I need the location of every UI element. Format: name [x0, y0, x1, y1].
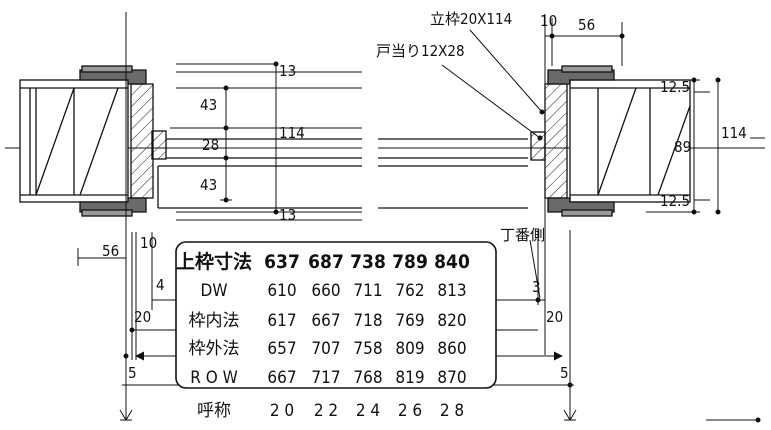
label-jamb: 立枠20X114: [430, 10, 512, 28]
dimension-table-box: [175, 241, 497, 389]
label-door-stop: 戸当り12X28: [376, 42, 465, 60]
table-cell: 610: [267, 281, 296, 301]
table-cell: 717: [311, 368, 340, 388]
door-leaf: [157, 71, 528, 221]
dim-12-5-bottom: 12.5: [660, 192, 690, 210]
dim-114-mid: 114: [279, 124, 305, 142]
left-wall-section: [19, 79, 129, 203]
table-cell: 762: [395, 281, 424, 301]
table-header-cell: 789: [392, 251, 428, 273]
table-footer-cell: 2 0: [270, 401, 294, 421]
table-cell: 660: [311, 281, 340, 301]
dim-20-left: 20: [134, 308, 151, 326]
right-jamb: [544, 83, 568, 199]
dim-28: 28: [202, 136, 219, 154]
dimension-dots: [123, 33, 761, 423]
table-header-cell: 738: [350, 251, 386, 273]
dim-5-left: 5: [128, 364, 137, 382]
table-cell: 667: [311, 311, 340, 331]
dim-20-right: 20: [546, 308, 563, 326]
table-cell: 768: [353, 368, 382, 388]
table-cell: 657: [267, 339, 296, 359]
dim-10-left: 10: [140, 234, 157, 252]
dim-12-5-top: 12.5: [660, 78, 690, 96]
table-cell: 819: [395, 368, 424, 388]
left-casing-bottom: [79, 197, 147, 217]
table-cell: DW: [201, 281, 228, 301]
right-casing-top: [547, 65, 615, 85]
table-footer-cell: 2 6: [398, 401, 422, 421]
table-cell: 枠内法: [189, 311, 240, 331]
dim-56-left: 56: [102, 242, 119, 260]
right-casing-bottom: [547, 197, 615, 217]
table-cell: 711: [353, 281, 382, 301]
dim-43-bottom: 43: [200, 176, 217, 194]
left-door-stop: [151, 130, 167, 160]
table-header-cell: 上枠寸法: [176, 250, 252, 273]
dim-top-10: 10: [540, 12, 557, 30]
left-casing-top: [79, 65, 147, 85]
table-footer-cell: 2 8: [440, 401, 464, 421]
table-footer-cell: 呼称: [197, 401, 231, 421]
dim-13-top: 13: [279, 62, 296, 80]
dim-89: 89: [674, 138, 691, 156]
dim-4: 4: [156, 276, 165, 294]
dim-114-right: 114: [721, 124, 747, 142]
table-cell: 820: [437, 311, 466, 331]
table-cell: 870: [437, 368, 466, 388]
dim-top-56: 56: [578, 16, 595, 34]
left-jamb: [130, 83, 154, 199]
table-cell: 617: [267, 311, 296, 331]
dim-13-bottom: 13: [279, 206, 296, 224]
table-cell: 707: [311, 339, 340, 359]
table-footer-cell: 2 4: [356, 401, 380, 421]
table-cell: 860: [437, 339, 466, 359]
table-cell: 813: [437, 281, 466, 301]
table-cell: 769: [395, 311, 424, 331]
table-cell: 718: [353, 311, 382, 331]
label-hinge-side: 丁番側: [500, 226, 545, 244]
table-header-cell: 687: [308, 251, 344, 273]
table-cell: 667: [267, 368, 296, 388]
table-header-cell: 840: [434, 251, 470, 273]
table-cell: 809: [395, 339, 424, 359]
table-footer-cell: 2 2: [314, 401, 338, 421]
dim-5-right: 5: [560, 364, 569, 382]
table-cell: 758: [353, 339, 382, 359]
right-wall-section: [569, 79, 691, 203]
table-cell: 枠外法: [189, 339, 240, 359]
table-cell: R O W: [190, 368, 238, 388]
dim-43-top: 43: [200, 96, 217, 114]
table-header-cell: 637: [264, 251, 300, 273]
dimension-texts: 立枠20X114 戸当り12X28 丁番側 10 56 13 43 28 114…: [102, 10, 747, 382]
dim-3: 3: [532, 278, 541, 296]
